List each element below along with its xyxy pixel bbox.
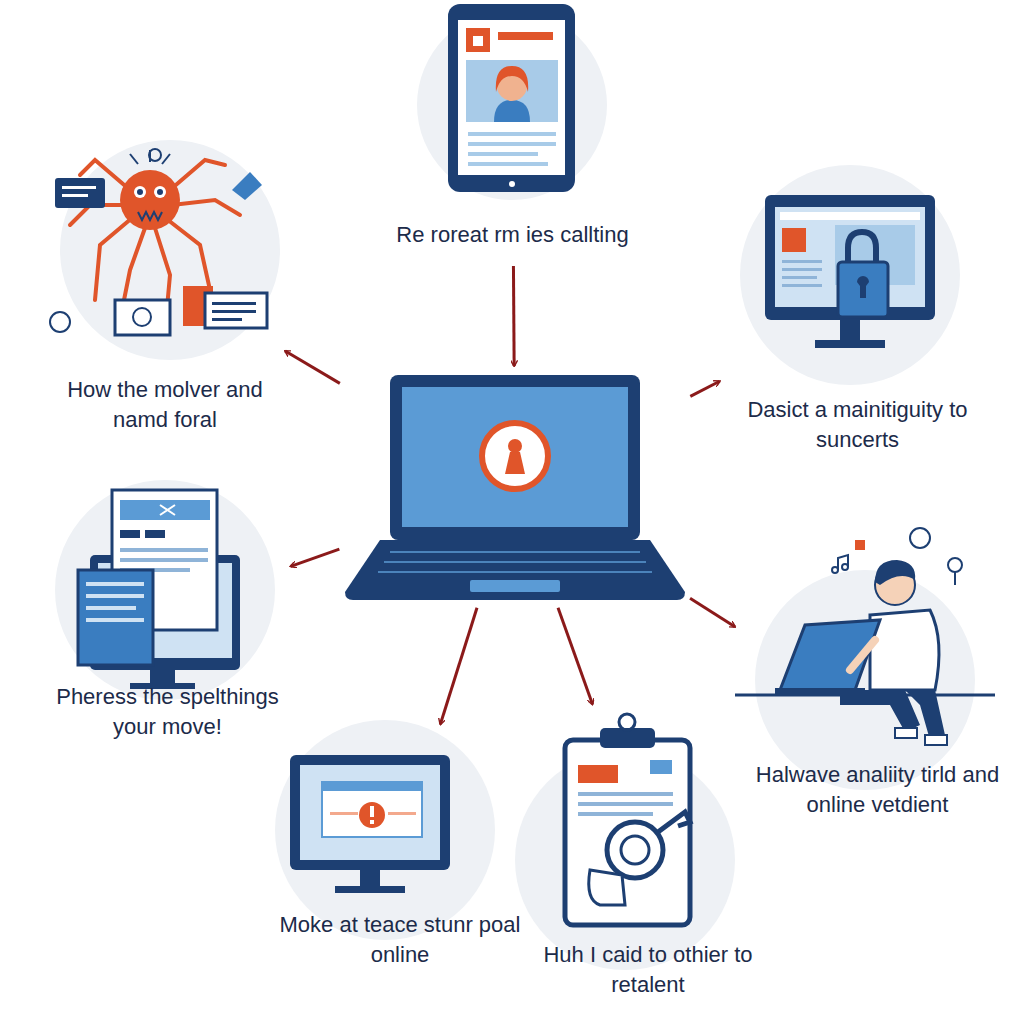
- flow-arrow: [512, 266, 516, 366]
- clipboard-node: Huh I caid to othier to retalent: [528, 710, 768, 1010]
- caption-text: Moke at teace stunr poal online: [275, 910, 525, 969]
- monitor-lock-icon: [765, 195, 935, 348]
- monitor-alert-icon: [290, 755, 450, 893]
- documents-node: Pheress the spelthings your move!: [50, 470, 285, 750]
- flow-arrow: [558, 608, 592, 705]
- caption-text: Halwave analiity tirld and online vetdie…: [740, 760, 1015, 819]
- caption-text: Huh I caid to othier to retalent: [528, 940, 768, 999]
- person-laptop-icon: [735, 528, 995, 745]
- flow-arrow: [440, 608, 477, 725]
- clipboard-icon: [565, 714, 690, 925]
- person-laptop-node: Halwave analiity tirld and online vetdie…: [740, 570, 1015, 865]
- flow-arrow: [285, 351, 340, 383]
- monitor-lock-node: Dasict a mainitiguity to suncerts: [725, 160, 990, 460]
- flow-arrow: [690, 598, 735, 627]
- spider-node: How the molver and namd foral: [50, 120, 280, 440]
- tablet-node: Re roreat rm ies callting: [385, 5, 640, 260]
- flow-arrow: [291, 549, 340, 566]
- caption-text: Re roreat rm ies callting: [385, 220, 640, 250]
- tablet-icon: [448, 4, 575, 192]
- flow-arrow: [690, 381, 719, 396]
- monitor-alert-node: Moke at teace stunr poal online: [275, 730, 525, 975]
- laptop-node: [345, 372, 685, 602]
- caption-text: Pheress the spelthings your move!: [50, 682, 285, 741]
- spider-icon: [50, 149, 267, 335]
- documents-icon: [78, 490, 240, 689]
- laptop-icon: [345, 375, 685, 600]
- caption-text: How the molver and namd foral: [50, 375, 280, 434]
- caption-text: Dasict a mainitiguity to suncerts: [725, 395, 990, 454]
